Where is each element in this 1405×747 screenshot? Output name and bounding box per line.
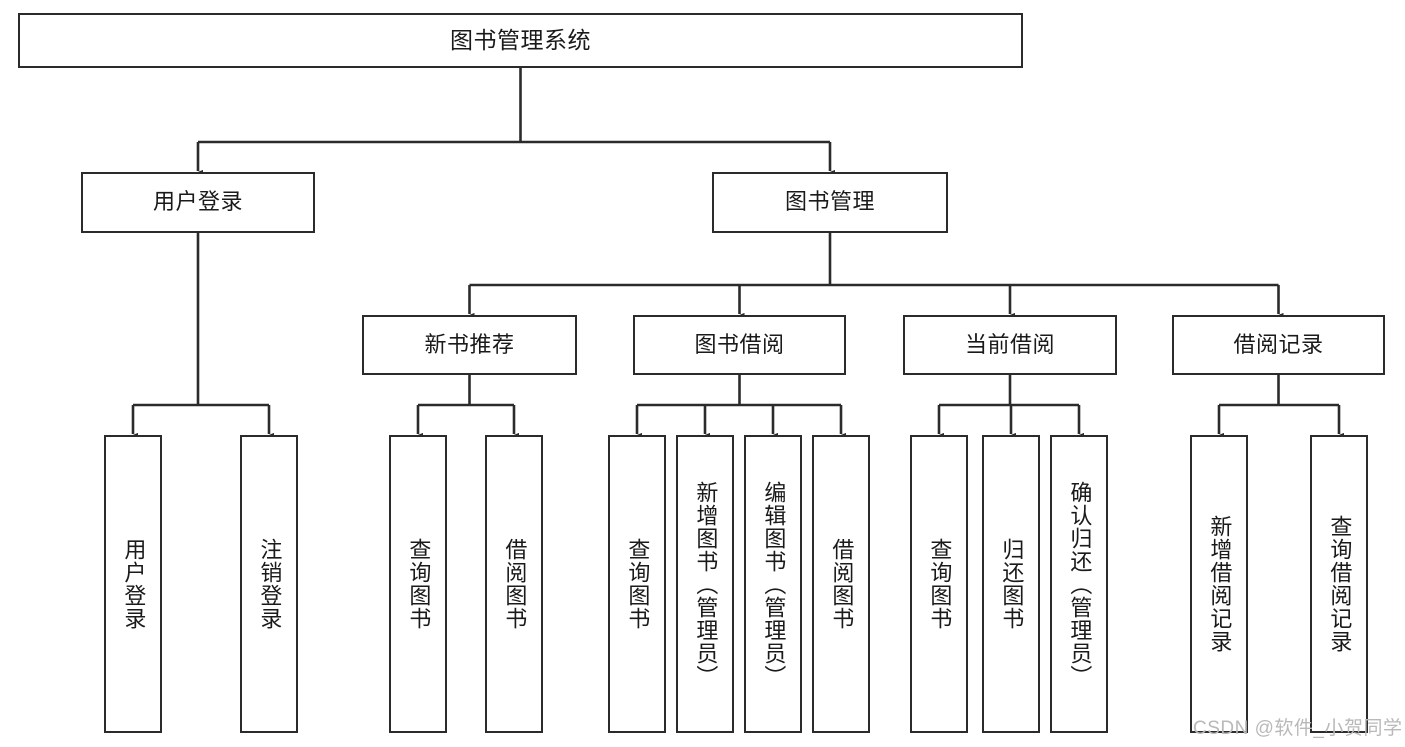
node-label: 新增图书（管理员） xyxy=(693,480,719,688)
node-label: 查询图书 xyxy=(406,538,432,630)
node-label: 借阅图书 xyxy=(829,538,855,630)
node-label: 图书管理系统 xyxy=(450,26,591,53)
node-user-login[interactable]: 用户登录 xyxy=(81,172,315,233)
node-leaf-user-login[interactable]: 用户登录 xyxy=(104,435,162,733)
node-new-book-recommend[interactable]: 新书推荐 xyxy=(362,315,577,375)
node-book-borrow[interactable]: 图书借阅 xyxy=(633,315,846,375)
node-leaf-confirm-return[interactable]: 确认归还（管理员） xyxy=(1050,435,1108,733)
node-leaf-query-book-2[interactable]: 查询图书 xyxy=(608,435,666,733)
node-leaf-query-record[interactable]: 查询借阅记录 xyxy=(1310,435,1368,733)
node-label: 查询图书 xyxy=(625,538,651,630)
node-label: 用户登录 xyxy=(121,538,147,630)
node-label: 图书借阅 xyxy=(694,331,785,357)
node-leaf-logout[interactable]: 注销登录 xyxy=(240,435,298,733)
node-label: 编辑图书（管理员） xyxy=(761,480,787,688)
node-label: 借阅图书 xyxy=(502,538,528,630)
node-label: 新书推荐 xyxy=(424,331,515,357)
node-label: 新增借阅记录 xyxy=(1207,515,1233,653)
node-leaf-borrow-book-2[interactable]: 借阅图书 xyxy=(812,435,870,733)
node-label: 借阅记录 xyxy=(1233,331,1324,357)
node-current-borrow[interactable]: 当前借阅 xyxy=(903,315,1117,375)
node-leaf-add-book[interactable]: 新增图书（管理员） xyxy=(676,435,734,733)
node-label: 确认归还（管理员） xyxy=(1067,480,1093,688)
node-leaf-borrow-book-1[interactable]: 借阅图书 xyxy=(485,435,543,733)
node-label: 查询图书 xyxy=(927,538,953,630)
node-label: 当前借阅 xyxy=(964,331,1055,357)
node-leaf-edit-book[interactable]: 编辑图书（管理员） xyxy=(744,435,802,733)
csdn-watermark: CSDN @软件_小贺同学 xyxy=(1193,718,1403,739)
node-leaf-query-book-3[interactable]: 查询图书 xyxy=(910,435,968,733)
node-label: 归还图书 xyxy=(999,538,1025,630)
node-leaf-return-book[interactable]: 归还图书 xyxy=(982,435,1040,733)
node-label: 注销登录 xyxy=(257,538,283,630)
node-label: 用户登录 xyxy=(152,189,243,215)
node-leaf-add-record[interactable]: 新增借阅记录 xyxy=(1190,435,1248,733)
node-leaf-query-book-1[interactable]: 查询图书 xyxy=(389,435,447,733)
node-book-manage[interactable]: 图书管理 xyxy=(712,172,948,233)
node-label: 查询借阅记录 xyxy=(1327,515,1353,653)
node-root[interactable]: 图书管理系统 xyxy=(18,13,1023,68)
node-label: 图书管理 xyxy=(784,189,875,215)
node-borrow-record[interactable]: 借阅记录 xyxy=(1172,315,1385,375)
